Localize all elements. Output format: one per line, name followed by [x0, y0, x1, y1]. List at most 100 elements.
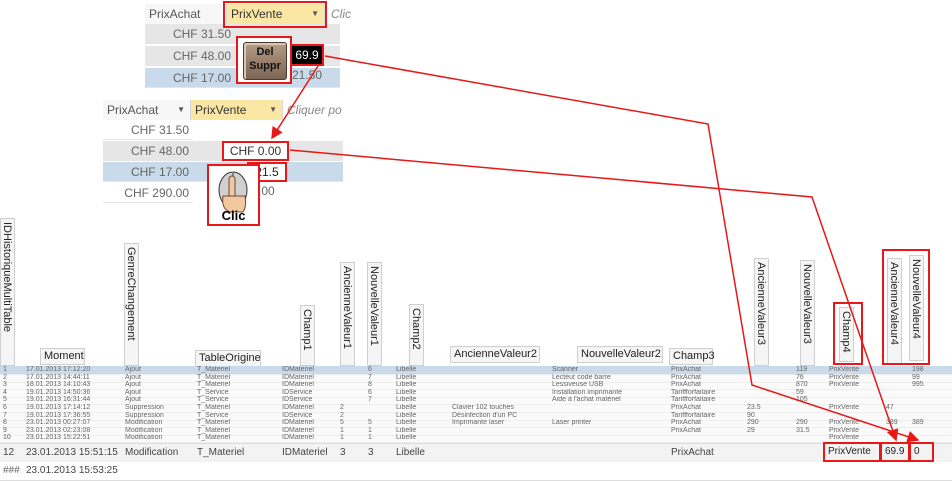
- col-header-champ3[interactable]: Champ3: [669, 348, 715, 365]
- col-header-id[interactable]: IDHistoriqueMultiTable: [0, 218, 15, 366]
- new-record-row[interactable]: ### 23.01.2013 15:53:25: [0, 462, 952, 481]
- cell-genre: Modification: [125, 434, 163, 442]
- champ4-highlight-box: [833, 302, 863, 365]
- col-header-champ1[interactable]: Champ1: [300, 305, 315, 366]
- col-header-champ2[interactable]: Champ2: [409, 304, 424, 366]
- dropdown-arrow-icon[interactable]: ▼: [269, 105, 277, 114]
- cell-prixachat[interactable]: CHF 31.50: [103, 120, 193, 140]
- cell-n: 10: [3, 434, 11, 442]
- col-header-genre[interactable]: GenreChangement: [124, 243, 139, 366]
- cell-genre: Suppression: [125, 411, 164, 419]
- cell-genre: Modification: [125, 447, 179, 458]
- cell-genre: Ajout: [125, 381, 141, 389]
- cell-c1: IDMateriel: [282, 434, 314, 442]
- mouse-click-icon: Clic: [207, 164, 260, 226]
- value-highlight-box: 69.9: [290, 44, 324, 66]
- header-prixachat[interactable]: PrixAchat: [145, 4, 227, 24]
- old-value-box: 69.9: [880, 442, 910, 462]
- cell-av1: 3: [340, 447, 346, 458]
- cell-champ3: PrixAchat: [671, 447, 714, 458]
- cell-table: T_Materiel: [197, 447, 245, 458]
- dropdown-arrow-icon[interactable]: ▼: [311, 9, 319, 18]
- cell-n: 6: [3, 404, 7, 411]
- cell-moment: 19.01.2013 14:50:36: [26, 388, 91, 396]
- typed-value-text: 21.5: [255, 165, 279, 179]
- new-value-text: 69.9: [295, 48, 319, 62]
- cell-moment: 23.01.2013 15:51:15: [26, 447, 118, 458]
- col-header-nv2[interactable]: NouvelleValeur2: [577, 346, 663, 363]
- cell-w1: 1: [368, 434, 372, 442]
- new-value-box: 0: [909, 442, 934, 462]
- header-prixachat[interactable]: PrixAchat ▼: [103, 100, 191, 120]
- value4-headers-highlight-box: [882, 249, 930, 365]
- cell-table: T_Materiel: [197, 366, 231, 373]
- cell-n: 2: [3, 373, 7, 381]
- col-header-nv1[interactable]: NouvelleValeur1: [367, 262, 382, 366]
- clic-label: Clic: [221, 208, 246, 223]
- cell-moment: 18.01.2013 14:10:43: [26, 381, 91, 389]
- cell-prixachat[interactable]: CHF 17.00: [145, 68, 235, 88]
- header-label: PrixAchat: [107, 103, 159, 117]
- cell-genre: Ajout: [125, 396, 141, 404]
- cell-prixachat[interactable]: CHF 17.00: [103, 162, 193, 182]
- cell-moment: 23.01.2013 02:23:08: [26, 426, 91, 434]
- col-header-av1[interactable]: AncienneValeur1: [340, 262, 355, 366]
- suppr-key-label: Suppr: [249, 60, 281, 72]
- edit-cell-value: CHF 0.00: [229, 144, 282, 158]
- header-prixvente[interactable]: PrixVente ▼: [191, 100, 283, 120]
- big-row[interactable]: 12 23.01.2013 15:51:15 Modification T_Ma…: [0, 443, 952, 463]
- del-key-label: Del: [256, 46, 274, 58]
- cell-n: 4: [3, 388, 7, 396]
- cell-moment: 23.01.2013 00:27:07: [26, 419, 91, 427]
- cell-table: T_Materiel: [197, 404, 231, 411]
- edit-cell-box[interactable]: CHF 0.00: [222, 141, 289, 161]
- cell-table: T_Service: [197, 411, 229, 419]
- cell-moment: 23.01.2013 15:53:25: [26, 465, 118, 476]
- cell-genre: Modification: [125, 426, 163, 434]
- cell-v1: 1: [340, 434, 344, 442]
- cell-moment: 19.01.2013 16:31:44: [26, 396, 91, 404]
- header-click-add[interactable]: Clic: [327, 4, 352, 24]
- cell-c2: Libelle: [396, 434, 417, 442]
- cell-genre: Suppression: [125, 404, 164, 411]
- dropdown-arrow-icon[interactable]: ▼: [177, 105, 185, 114]
- cell-genre: Ajout: [125, 388, 141, 396]
- cell-champ2: Libelle: [396, 447, 425, 458]
- cell-prixachat[interactable]: CHF 31.50: [145, 24, 235, 44]
- header-prixvente-label: PrixVente: [231, 7, 283, 21]
- col-header-av3[interactable]: AncienneValeur3: [754, 258, 769, 366]
- cell-n: 1: [3, 366, 7, 373]
- cell-champ1: IDMateriel: [282, 447, 328, 458]
- cell-table: T_Materiel: [197, 426, 231, 434]
- header-prixvente[interactable]: PrixVente ▼: [227, 4, 325, 24]
- cell-nv1: 3: [368, 447, 374, 458]
- cell-prixachat[interactable]: CHF 290.00: [103, 183, 193, 203]
- champ4-value-box: PrixVente: [823, 442, 881, 462]
- cell-table: T_Service: [197, 396, 229, 404]
- col-header-table[interactable]: TableOrigine: [195, 350, 261, 367]
- cell-moment: 17.01.2013 17:12:20: [26, 366, 91, 373]
- cell-n: 3: [3, 381, 7, 389]
- partial-value: .00: [258, 184, 275, 198]
- cell-moment: 19.01.2013 17:14:12: [26, 404, 91, 411]
- col-header-nv3[interactable]: NouvelleValeur3: [800, 260, 815, 366]
- header-click-add[interactable]: Cliquer po: [283, 100, 343, 120]
- hand-mouse-icon: [218, 171, 248, 213]
- cell-n: 9: [3, 426, 7, 434]
- cell-genre: Modification: [125, 419, 163, 427]
- row-number: 12: [3, 447, 15, 458]
- col-header-moment[interactable]: Moment: [40, 348, 85, 365]
- cell-moment: 23.01.2013 15:22:51: [26, 434, 91, 442]
- col-header-av2[interactable]: AncienneValeur2: [450, 346, 540, 363]
- cell-moment: 19.01.2013 17:36:55: [26, 411, 91, 419]
- cell-prixachat[interactable]: CHF 48.00: [145, 46, 235, 66]
- cell-genre: Ajout: [125, 373, 141, 381]
- cell-n: 5: [3, 396, 7, 404]
- row-number: ###: [3, 465, 20, 476]
- cell-nv4: 0: [914, 446, 920, 457]
- cell-moment: 17.01.2013 14:44:11: [26, 373, 90, 381]
- cell-genre: Ajout: [125, 366, 141, 373]
- cell-prixachat[interactable]: CHF 48.00: [103, 141, 193, 161]
- cell-table: T_Materiel: [197, 419, 231, 427]
